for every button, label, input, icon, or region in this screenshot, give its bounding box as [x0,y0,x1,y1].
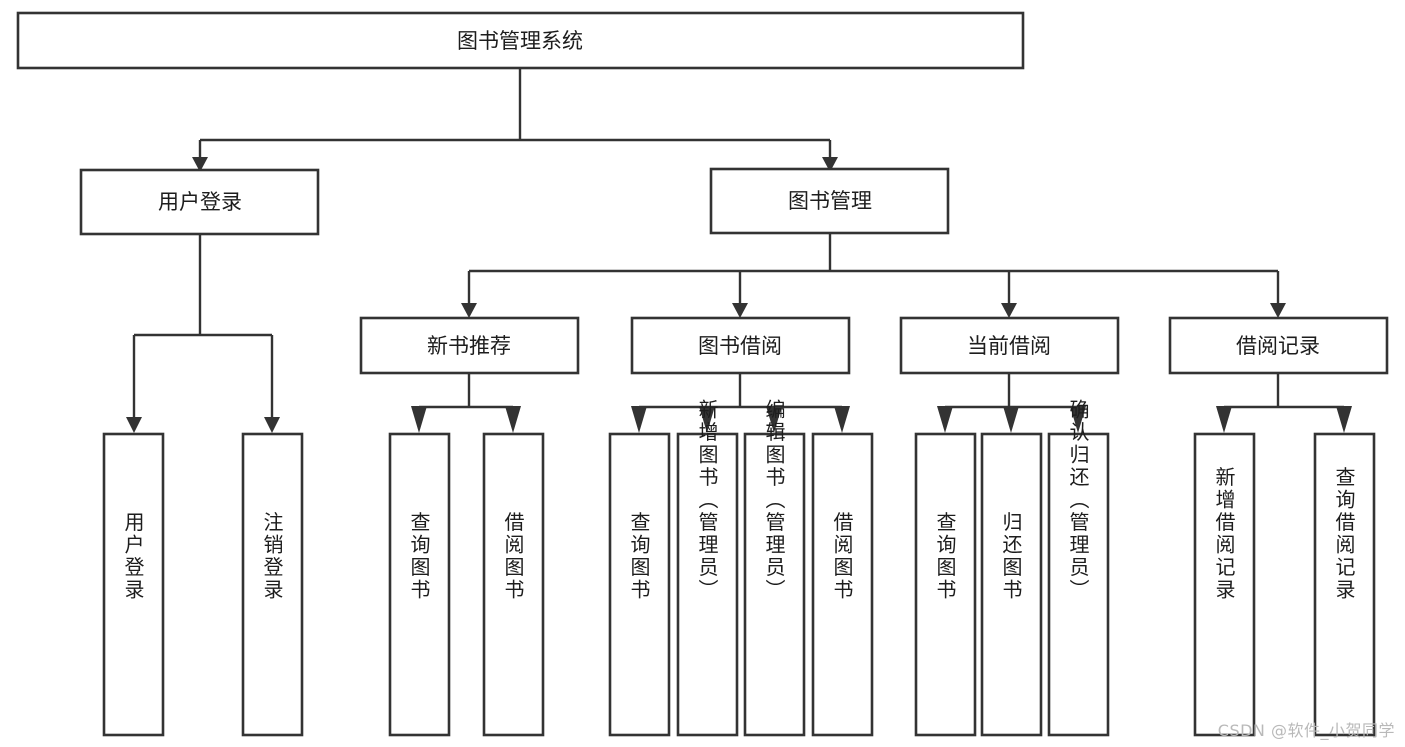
node-borrow-record-label: 借阅记录 [1236,334,1320,358]
connector-new-book-recommend-to-leaves [411,373,521,433]
connector-book-manage-to-level3 [461,233,1286,318]
connector-book-borrow-to-leaves [631,373,850,433]
leaf-current-query-book-label: 查询图书 [933,511,957,601]
leaf-return-book[interactable]: 归还图书 [980,432,1043,737]
node-book-borrow-label: 图书借阅 [698,334,782,358]
node-user-login[interactable]: 用户登录 [79,168,320,236]
leaf-query-borrow-record[interactable]: 查询借阅记录 [1313,432,1376,737]
leaf-logout-label: 注销登录 [260,511,284,601]
leaf-recommend-borrow-book-label: 借阅图书 [501,511,525,601]
leaf-borrow-query-book-label: 查询图书 [627,511,651,601]
leaf-add-book-admin[interactable]: 新增图书（管理员） [676,399,739,737]
leaf-borrow-book[interactable]: 借阅图书 [811,432,874,737]
connector-root-to-level2 [192,68,838,172]
node-new-book-recommend[interactable]: 新书推荐 [359,316,580,375]
leaf-edit-book-admin-label: 编辑图书（管理员） [762,399,786,602]
leaf-edit-book-admin[interactable]: 编辑图书（管理员） [743,399,806,737]
connector-borrow-record-to-leaves [1216,373,1352,433]
leaf-recommend-query-book-label: 查询图书 [407,511,431,601]
leaf-current-query-book[interactable]: 查询图书 [914,432,977,737]
leaf-confirm-return-admin[interactable]: 确认归还（管理员） [1047,399,1110,737]
leaf-return-book-label: 归还图书 [999,511,1023,601]
node-user-login-label: 用户登录 [158,190,242,214]
leaf-logout[interactable]: 注销登录 [241,432,304,737]
leaf-add-borrow-record-label: 新增借阅记录 [1212,466,1236,601]
leaf-user-login-label: 用户登录 [121,512,145,602]
node-borrow-record[interactable]: 借阅记录 [1168,316,1389,375]
leaf-recommend-borrow-book[interactable]: 借阅图书 [482,432,545,737]
leaf-user-login[interactable]: 用户登录 [102,432,165,737]
leaf-query-borrow-record-label: 查询借阅记录 [1332,466,1356,601]
connector-current-borrow-to-leaves [937,373,1086,433]
leaf-add-book-admin-label: 新增图书（管理员） [695,399,719,602]
leaf-borrow-book-label: 借阅图书 [830,511,854,601]
node-book-manage[interactable]: 图书管理 [709,167,950,235]
leaf-recommend-query-book[interactable]: 查询图书 [388,432,451,737]
node-current-borrow-label: 当前借阅 [967,334,1051,358]
node-root[interactable]: 图书管理系统 [16,11,1025,70]
leaf-add-borrow-record[interactable]: 新增借阅记录 [1193,432,1256,737]
node-new-book-recommend-label: 新书推荐 [427,334,511,358]
leaf-borrow-query-book[interactable]: 查询图书 [608,432,671,737]
node-book-manage-label: 图书管理 [788,189,872,213]
node-book-borrow[interactable]: 图书借阅 [630,316,851,375]
node-current-borrow[interactable]: 当前借阅 [899,316,1120,375]
connector-user-login-to-leaves [126,234,280,433]
node-root-label: 图书管理系统 [457,29,583,53]
leaf-confirm-return-admin-label: 确认归还（管理员） [1066,399,1090,602]
